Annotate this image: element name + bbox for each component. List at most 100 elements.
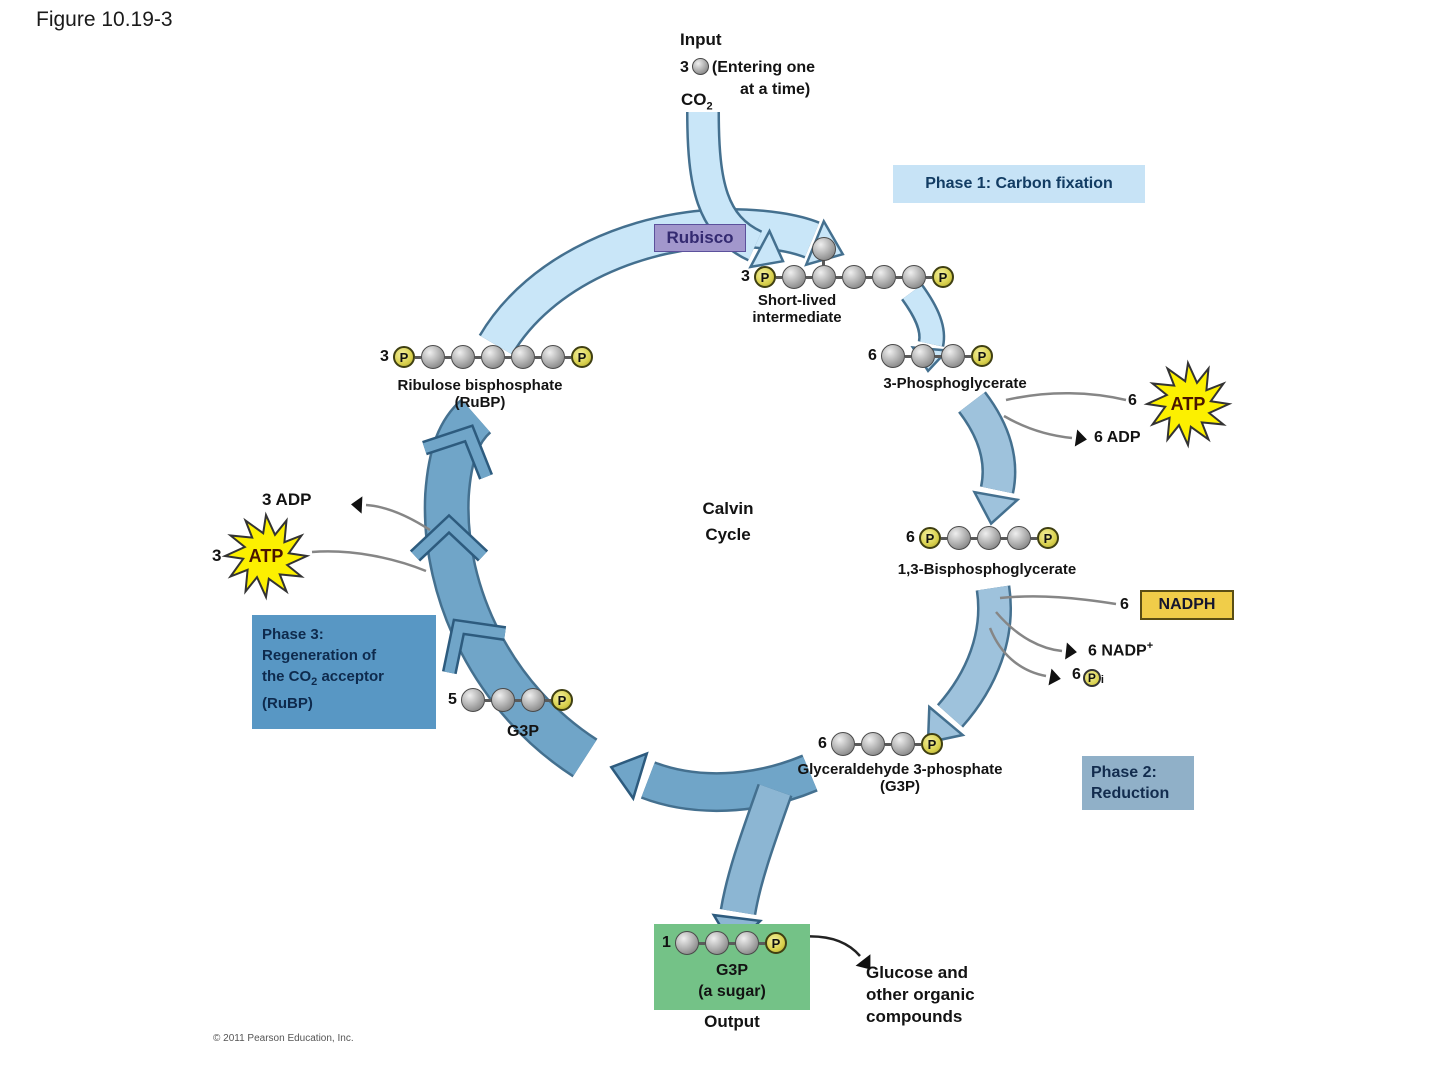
phosphate-icon: P [550, 689, 573, 711]
nadph-in-line [999, 595, 1117, 606]
regeneration-chevron-1 [441, 618, 507, 675]
bond-line [728, 941, 735, 945]
atp-in-line-left [311, 550, 427, 573]
g3p-left-label: G3P [506, 723, 539, 740]
phosphate-icon: P [392, 346, 415, 368]
carbon-ball-icon [880, 344, 905, 368]
molecule-count: 6 [818, 735, 827, 752]
bond-line [964, 354, 971, 358]
phase2-box: Phase 2: Reduction [1082, 756, 1194, 810]
rubp-label: Ribulose bisphosphate (RuBP) [330, 377, 630, 411]
bond-line [534, 355, 541, 359]
carbon-ball-icon [674, 931, 699, 955]
glucose-line3: compounds [866, 1007, 963, 1026]
carbon-ball-icon [1006, 526, 1031, 550]
phosphate-icon: P [918, 527, 941, 549]
cycle-title: Calvin Cycle [653, 496, 803, 548]
bond-line [698, 941, 705, 945]
pi-sub: i [1100, 674, 1104, 687]
g3p-full-label: Glyceraldehyde 3-phosphate (G3P) [750, 761, 1050, 795]
phase3-line3-post: acceptor [317, 668, 384, 685]
adp-out-arrowhead [1074, 429, 1087, 447]
output-sugar-label: (a sugar) [698, 983, 766, 1000]
molecule-count: 1 [662, 934, 671, 951]
molecule-count: 6 [906, 529, 915, 546]
pi-out-arrowhead [1048, 668, 1061, 686]
short-lived-line2: intermediate [752, 309, 842, 326]
regeneration-chevron-2 [409, 513, 489, 562]
carbon-ball-icon [910, 344, 935, 368]
carbon-ball-icon [520, 688, 545, 712]
co2-label: CO2 [681, 90, 713, 112]
glucose-label: Glucose and other organic compounds [866, 962, 975, 1028]
atp-right-count: 6 [1128, 392, 1137, 409]
co2-carbon-ball [691, 58, 709, 75]
phase1-label: Phase 1: Carbon fixation [925, 175, 1113, 192]
bond-line [884, 742, 891, 746]
cycle-title-line2: Cycle [705, 525, 751, 544]
carbon-ball-icon [450, 345, 475, 369]
phase3-line1: Phase 3: [262, 626, 324, 643]
phosphate-icon: P [753, 266, 776, 288]
molecule-count: 3 [380, 348, 389, 365]
bond-line [805, 275, 812, 279]
copyright-text: © 2011 Pearson Education, Inc. [213, 1033, 354, 1044]
rubisco-box: Rubisco [654, 224, 746, 252]
input-co2-count: 3(Entering one [680, 58, 815, 77]
bpg-label: 1,3-Bisphosphoglycerate [897, 561, 1077, 578]
bond-line [474, 355, 481, 359]
short-lived-label: Short-lived intermediate [697, 292, 897, 326]
cycle-arc-bottom-arrowhead [609, 751, 649, 802]
nadp-out-sup: + [1146, 640, 1154, 652]
nadph-box: NADPH [1140, 590, 1234, 620]
input-note-line2: at a time) [740, 81, 811, 98]
phase3-line3-sub: 2 [311, 676, 318, 688]
nadp-out-line [995, 611, 1063, 653]
nadp-out-arrowhead [1065, 642, 1077, 660]
rubp-line1: Ribulose bisphosphate [397, 377, 563, 394]
glucose-line1: Glucose and [866, 963, 969, 982]
carbon-ball-icon [704, 931, 729, 955]
pi-symbol: P [1087, 671, 1096, 685]
carbon-ball-icon [830, 732, 855, 756]
bond-line [544, 698, 551, 702]
nadp-out-text: 6 NADP [1088, 642, 1147, 660]
glucose-line2: other organic [866, 985, 975, 1004]
bond-line [444, 355, 451, 359]
atp-right-label: ATP [1170, 394, 1206, 414]
phosphate-icon: P [970, 345, 993, 367]
carbon-ball-icon [811, 237, 836, 261]
carbon-ball-icon [734, 931, 759, 955]
bond-line [940, 536, 947, 540]
carbon-ball-icon [890, 732, 915, 756]
phosphate-icon: P [764, 932, 787, 954]
bond-line [564, 355, 571, 359]
co2-subscript: 2 [706, 100, 713, 113]
figure-title: Figure 10.19-3 [36, 8, 173, 31]
phase3-line2: Regeneration of [262, 647, 377, 664]
carbon-ball-icon [540, 345, 565, 369]
molecule-count: 5 [448, 691, 457, 708]
bond-line [1030, 536, 1037, 540]
phase1-box: Phase 1: Carbon fixation [893, 165, 1145, 203]
bond-line [758, 941, 765, 945]
pg3-label: 3-Phosphoglycerate [883, 375, 1027, 392]
atp-left-count: 3 [212, 546, 222, 565]
bond-line [821, 258, 825, 266]
bond-line [970, 536, 977, 540]
bond-line [484, 698, 491, 702]
nadp-out-label: 6 NADP+ [1088, 640, 1153, 660]
g3p-full-line1: Glyceraldehyde 3-phosphate [797, 761, 1003, 778]
carbon-ball-icon [940, 344, 965, 368]
carbon-ball-icon [460, 688, 485, 712]
adp-out-line-right [1003, 414, 1073, 440]
output-g3p-label: G3P [715, 962, 748, 979]
